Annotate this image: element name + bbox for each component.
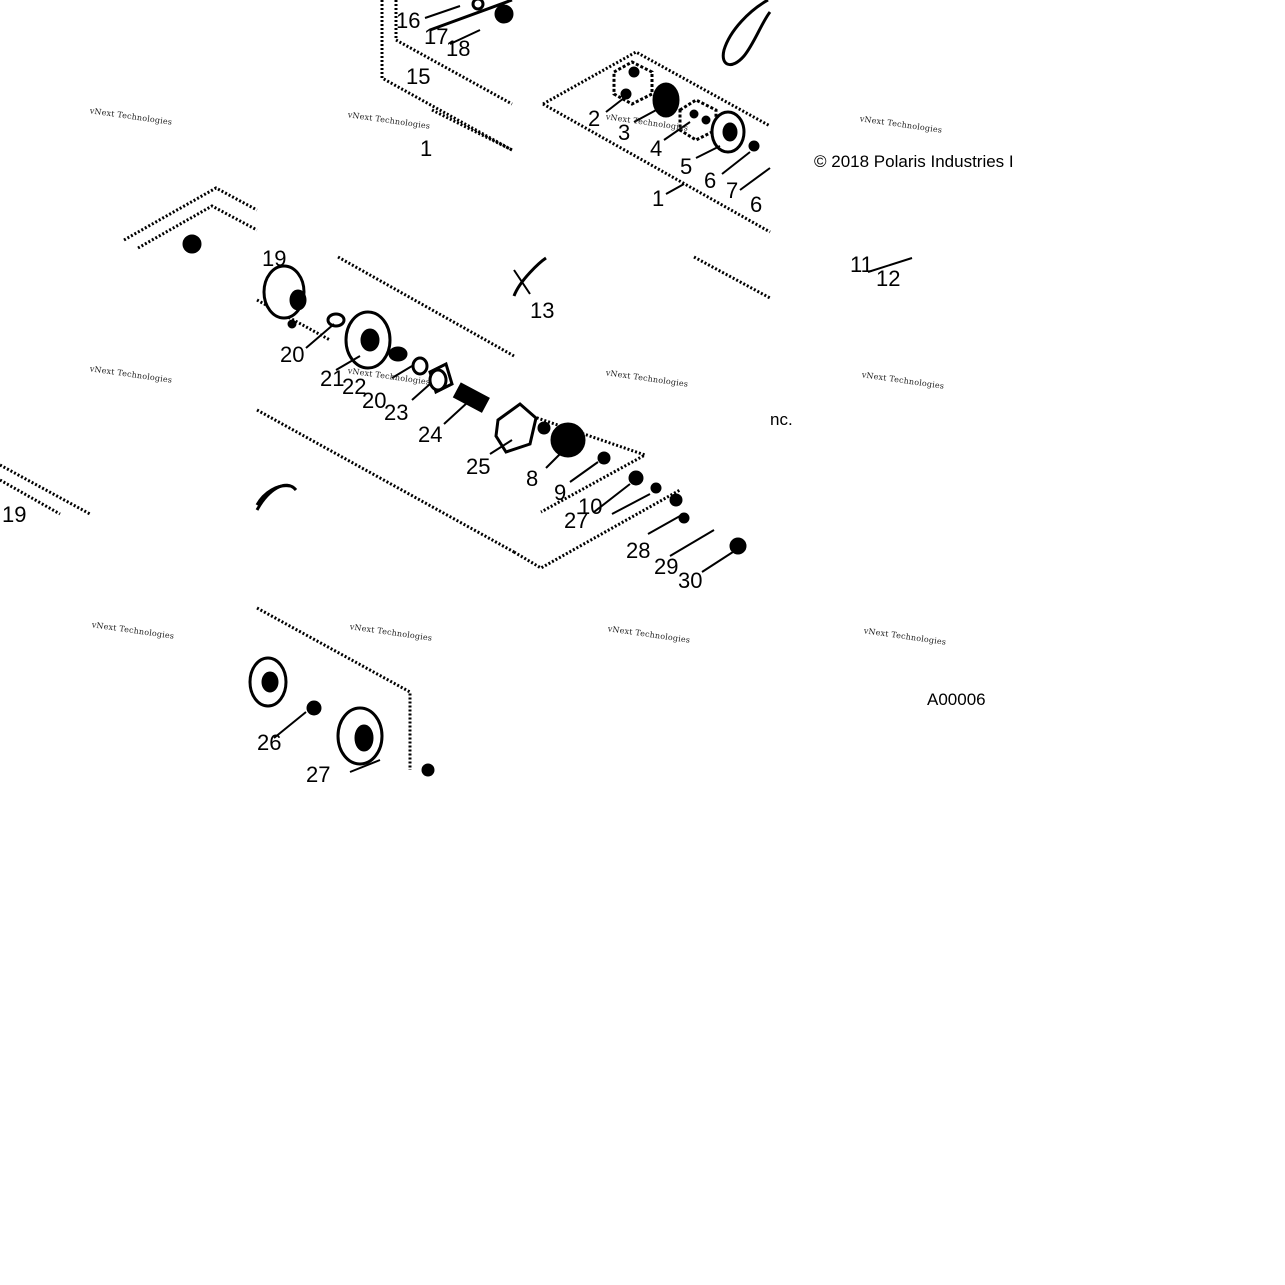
callout-20: 20	[280, 342, 304, 367]
callout-23: 23	[384, 400, 408, 425]
callout-27: 27	[564, 508, 588, 533]
callout-6b: 6	[750, 192, 762, 217]
callout-1: 1	[420, 136, 432, 161]
callout-7: 7	[726, 178, 738, 203]
callout-21: 21	[320, 366, 344, 391]
callout-4: 4	[650, 136, 662, 161]
callout-13: 13	[530, 298, 554, 323]
copyright-notice-tail: nc.	[770, 410, 793, 429]
callout-27b: 27	[306, 762, 330, 787]
callout-5: 5	[680, 154, 692, 179]
callout-22: 22	[342, 374, 366, 399]
copyright-notice: © 2018 Polaris Industries I	[814, 152, 1014, 171]
callout-8: 8	[526, 466, 538, 491]
drive-belt-13	[721, 0, 772, 66]
figure-id: A00006	[927, 690, 986, 709]
callout-1b: 1	[652, 186, 664, 211]
callout-18: 18	[446, 36, 470, 61]
callout-20b: 20	[362, 388, 386, 413]
callout-30: 30	[678, 568, 702, 593]
callout-28: 28	[626, 538, 650, 563]
callout-26: 26	[257, 730, 281, 755]
callout-3: 3	[618, 120, 630, 145]
callout-16: 16	[396, 8, 420, 33]
callout-17: 17	[424, 24, 448, 49]
callout-10: 10	[578, 494, 602, 519]
callout-19b: 19	[2, 502, 26, 527]
callout-12: 12	[876, 266, 900, 291]
callout-11: 11	[850, 252, 873, 277]
assembly-outline-15	[380, 0, 513, 152]
callout-9: 9	[554, 480, 566, 505]
callout-2: 2	[588, 106, 600, 131]
belt-segment	[512, 256, 547, 297]
callout-15: 15	[406, 64, 430, 89]
callout-25: 25	[466, 454, 490, 479]
callout-29: 29	[654, 554, 678, 579]
callout-19: 19	[262, 246, 286, 271]
callout-24: 24	[418, 422, 442, 447]
callout-6: 6	[704, 168, 716, 193]
